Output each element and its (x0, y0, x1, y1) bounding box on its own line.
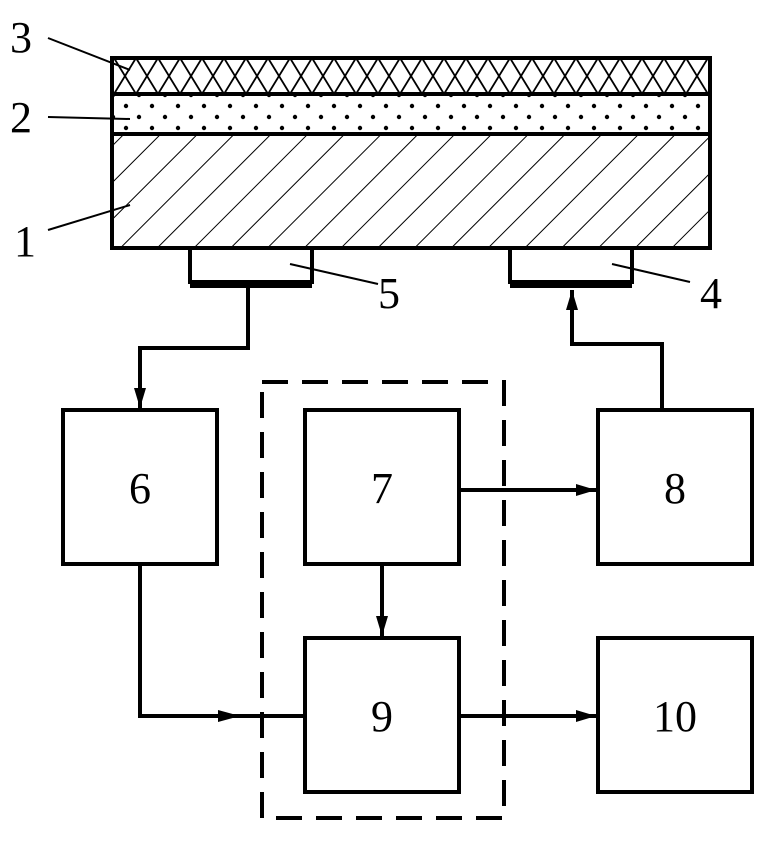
svg-text:9: 9 (371, 692, 393, 741)
label-layer-1: 1 (14, 217, 36, 266)
connection-8-to-4 (566, 290, 664, 410)
label-layer-3: 3 (10, 13, 32, 62)
transducer-4 (508, 248, 634, 288)
block-8: 8 (596, 408, 754, 566)
label-layer-2: 2 (10, 93, 32, 142)
leader-line-4 (611, 263, 691, 283)
svg-text:10: 10 (653, 692, 697, 741)
layer-3-crosshatch (110, 56, 712, 96)
dashed-group-boundary (260, 380, 506, 820)
transducer-5 (188, 248, 314, 288)
block-7: 7 (303, 408, 461, 566)
layer-2-dotted (110, 92, 712, 136)
connection-5-to-6 (134, 288, 250, 408)
leader-line-5 (289, 263, 379, 285)
svg-text:8: 8 (664, 464, 686, 513)
label-transducer-4: 4 (700, 269, 722, 318)
leader-line-3 (47, 37, 131, 71)
block-6: 6 (61, 408, 219, 566)
layer-1-hatched (110, 132, 712, 250)
svg-text:7: 7 (371, 464, 393, 513)
leader-line-2 (47, 116, 131, 120)
block-9: 9 (303, 636, 461, 794)
connection-6-to-9 (138, 564, 303, 718)
arrowhead-6-to-9 (218, 710, 240, 722)
leader-line-1 (47, 204, 131, 231)
svg-text:6: 6 (129, 464, 151, 513)
block-10: 10 (596, 636, 754, 794)
label-transducer-5: 5 (378, 269, 400, 318)
